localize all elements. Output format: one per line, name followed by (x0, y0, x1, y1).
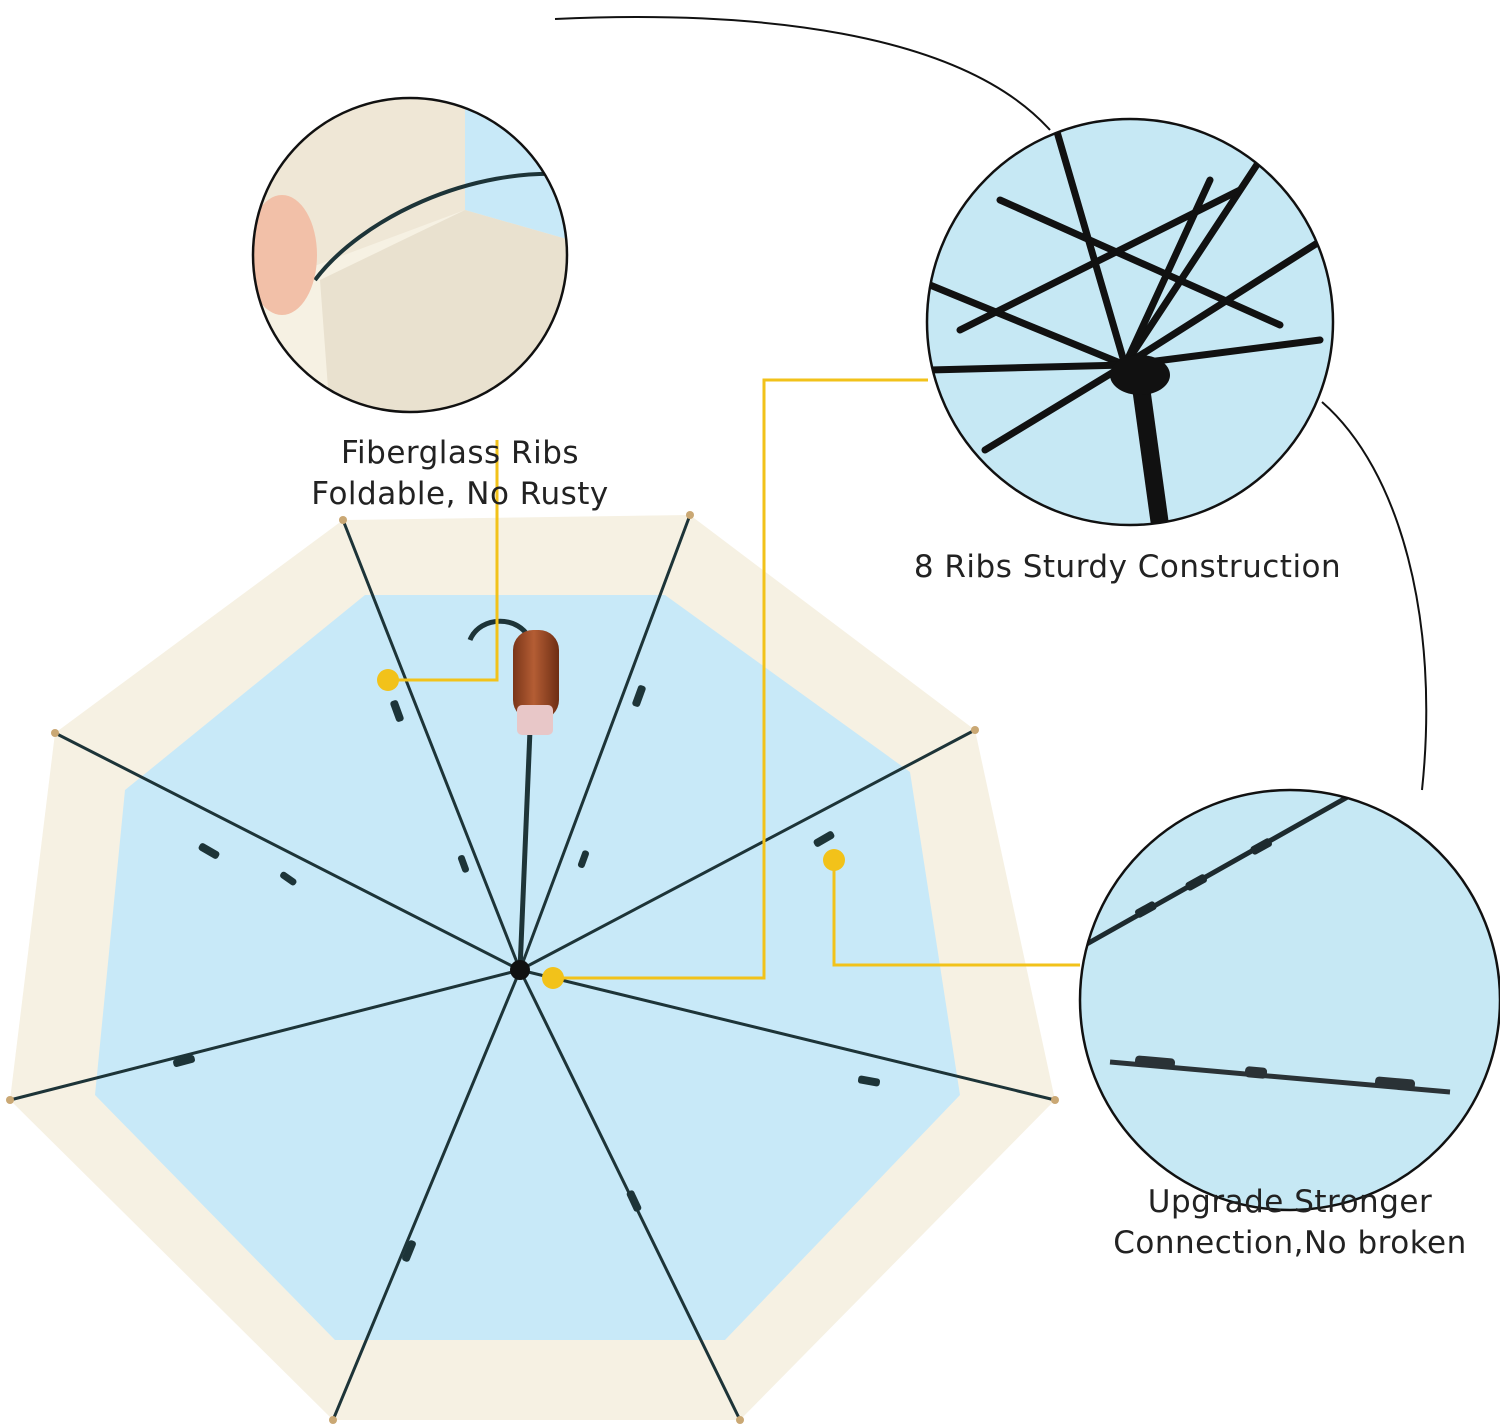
umbrella-handle (467, 618, 559, 980)
zoom-circle-outline (1078, 788, 1500, 1212)
zoom-circle-hub (927, 119, 1333, 525)
caption-sturdy: 8 Ribs Sturdy Construction (880, 547, 1375, 588)
connector-arc-top (554, 16, 1051, 131)
caption-connection-line2: Connection,No broken (1113, 1225, 1467, 1261)
caption-connection-line1: Upgrade Stronger (1147, 1184, 1433, 1220)
caption-connection: Upgrade Stronger Connection,No broken (1085, 1182, 1495, 1264)
caption-fiberglass-line1: Fiberglass Ribs (340, 435, 580, 471)
caption-fiberglass-line2: Foldable, No Rusty (311, 476, 609, 512)
caption-sturdy-line1: 8 Ribs Sturdy Construction (913, 549, 1342, 585)
rib-joints (173, 685, 881, 1262)
caption-fiberglass: Fiberglass Ribs Foldable, No Rusty (290, 433, 630, 515)
callout-lines (388, 378, 1080, 980)
zoom-circle-connection (1080, 790, 1500, 1210)
zoom-circle-fiberglass (253, 98, 567, 412)
rib-tips (6, 511, 1059, 1424)
zoom-circle-outline (251, 96, 569, 414)
callout-dot (377, 669, 845, 989)
zoom-circle-outline (925, 117, 1335, 527)
connector-arc-right (1321, 401, 1428, 791)
